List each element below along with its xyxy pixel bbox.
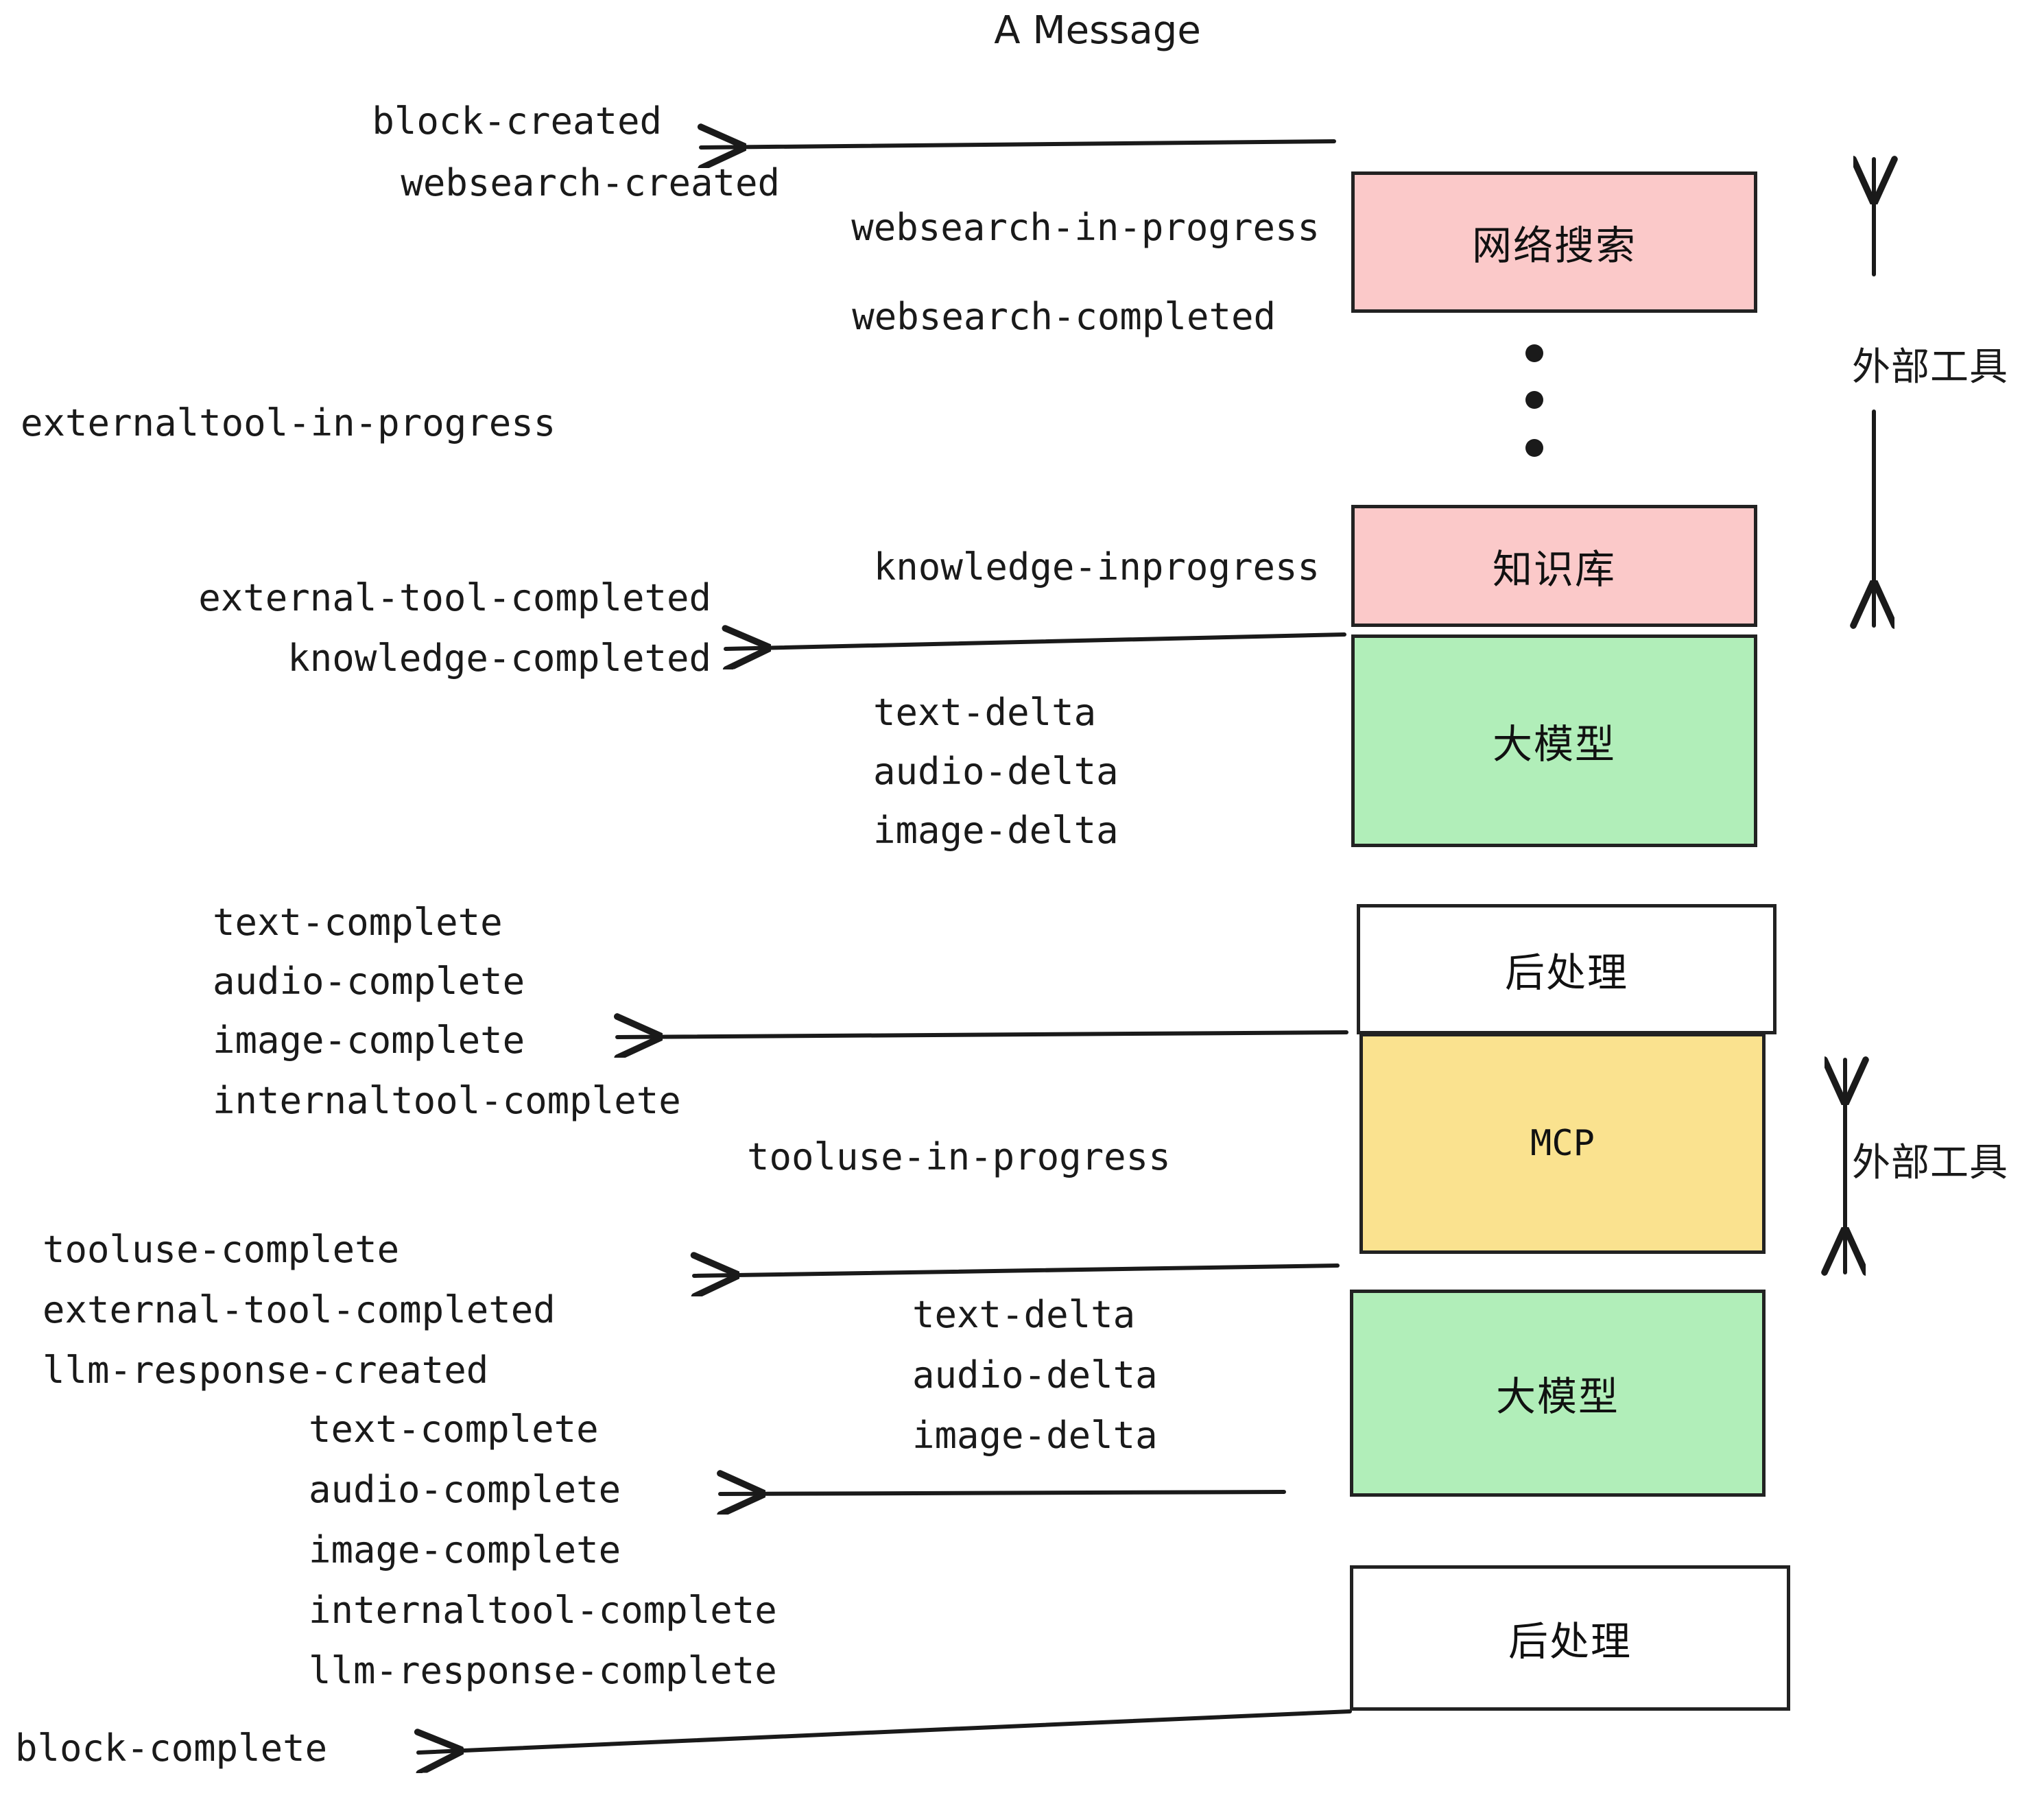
node-mcp[interactable]: MCP <box>1359 1033 1766 1254</box>
arrow-block-complete-icon <box>418 1709 1352 1753</box>
event-label-block-created: block-created <box>372 99 662 143</box>
node-llm-2[interactable]: 大模型 <box>1350 1290 1766 1497</box>
node-label: 大模型 <box>1492 721 1616 768</box>
node-label: 大模型 <box>1495 1373 1619 1420</box>
node-websearch[interactable]: 网络搜索 <box>1351 171 1757 313</box>
event-label-text-complete-1: text-complete <box>213 901 503 944</box>
arrow-audio-complete-icon <box>720 1492 1286 1494</box>
node-postprocess-1[interactable]: 后处理 <box>1357 904 1776 1034</box>
event-label-external-tool-completed-2: external-tool-completed <box>43 1288 556 1331</box>
node-postprocess-2[interactable]: 后处理 <box>1350 1565 1790 1711</box>
event-label-internaltool-complete-2: internaltool-complete <box>309 1589 777 1632</box>
arrow-block-created-icon <box>701 141 1336 147</box>
event-label-websearch-in-progress: websearch-in-progress <box>851 206 1320 249</box>
node-label: 网络搜索 <box>1471 222 1637 269</box>
event-label-image-delta-2: image-delta <box>912 1414 1158 1457</box>
event-label-knowledge-inprogress: knowledge-inprogress <box>873 545 1320 589</box>
ellipsis-dot-1 <box>1525 344 1543 362</box>
page-title: A Message <box>994 8 1201 53</box>
event-label-external-tool-completed-1: external-tool-completed <box>198 576 711 619</box>
event-label-knowledge-completed: knowledge-completed <box>287 637 711 680</box>
event-label-tooluse-in-progress: tooluse-in-progress <box>747 1135 1171 1178</box>
event-label-websearch-completed: websearch-completed <box>852 295 1276 338</box>
node-label: 后处理 <box>1508 1618 1632 1665</box>
node-label: 知识库 <box>1492 546 1616 593</box>
event-label-internaltool-complete-1: internaltool-complete <box>213 1079 681 1122</box>
event-label-block-complete: block-complete <box>15 1726 328 1770</box>
event-label-llm-response-complete: llm-response-complete <box>309 1649 777 1692</box>
event-label-externaltool-in-progress: externaltool-in-progress <box>21 401 556 444</box>
arrow-image-complete-icon <box>617 1032 1348 1037</box>
event-label-audio-delta-1: audio-delta <box>873 750 1119 793</box>
event-label-audio-complete-1: audio-complete <box>213 960 525 1003</box>
event-label-tooluse-complete: tooluse-complete <box>43 1228 400 1271</box>
event-label-websearch-created: websearch-created <box>401 161 780 204</box>
event-label-audio-complete-2: audio-complete <box>309 1468 621 1511</box>
event-label-image-complete-1: image-complete <box>213 1019 525 1062</box>
side-label-external-tool-top: 外部工具 <box>1852 345 2008 390</box>
event-label-text-delta-1: text-delta <box>873 691 1097 734</box>
arrow-knowledge-done-icon <box>726 634 1346 649</box>
node-label: MCP <box>1530 1123 1595 1164</box>
node-knowledge[interactable]: 知识库 <box>1351 505 1757 627</box>
side-label-external-tool-bottom: 外部工具 <box>1852 1141 2008 1185</box>
node-llm-1[interactable]: 大模型 <box>1351 634 1757 847</box>
event-label-image-complete-2: image-complete <box>309 1528 621 1571</box>
event-label-llm-response-created: llm-response-created <box>43 1349 489 1392</box>
arrow-tooluse-complete-icon <box>694 1266 1340 1276</box>
ellipsis-dot-2 <box>1525 391 1543 409</box>
ellipsis-dot-3 <box>1525 439 1543 457</box>
event-label-audio-delta-2: audio-delta <box>912 1353 1158 1397</box>
node-label: 后处理 <box>1504 949 1628 996</box>
event-label-text-complete-2: text-complete <box>309 1408 599 1451</box>
event-label-image-delta-1: image-delta <box>873 809 1119 852</box>
event-label-text-delta-2: text-delta <box>912 1293 1136 1336</box>
